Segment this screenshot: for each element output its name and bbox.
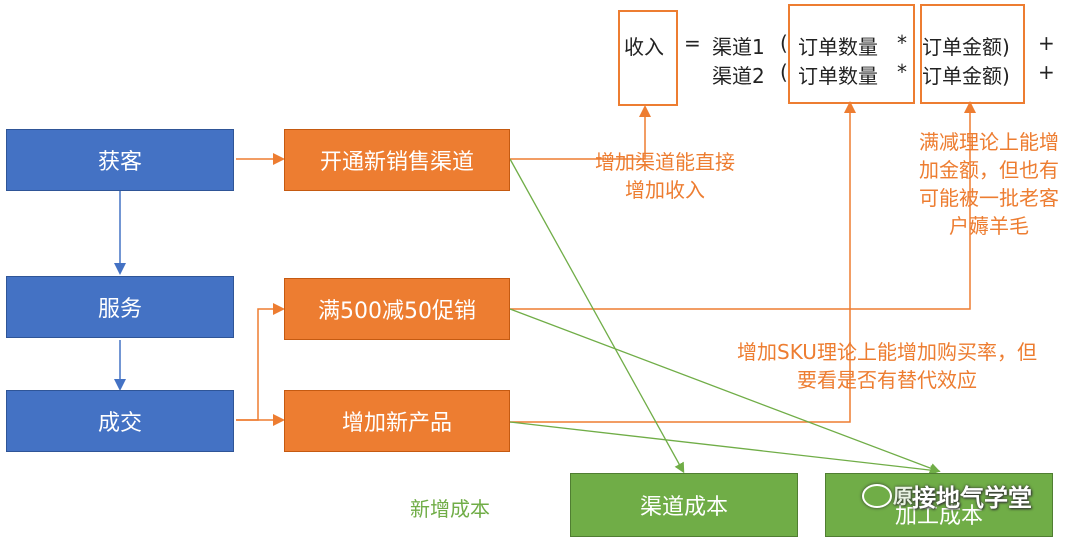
acquire-box: 获客 [6,129,234,191]
order-qty-frame [788,4,915,104]
formula-line2-qty: 订单数量 [798,64,878,88]
watermark-prefix: 原 [893,484,913,508]
formula-line1-qty: 订单数量 [798,35,878,59]
new-product-box: 增加新产品 [284,390,510,452]
equals-sign: = [684,31,701,55]
arrow-promo-to-amount [510,101,976,310]
channel-effect-note: 增加渠道能直接 增加收入 [595,150,735,202]
sku-effect-note: 增加SKU理论上能增加购买率，但 要看是否有替代效应 [737,340,1037,392]
order-amount-frame [920,4,1025,104]
channel-cost-box: 渠道成本 [570,473,798,537]
arrow-channel-to-channel-cost [509,158,685,474]
formula-line1-times: * [897,31,907,55]
formula-line1-amount: 订单金额) [922,35,1010,59]
wechat-icon [862,484,892,508]
arrow-product-to-qty [510,101,856,423]
new-cost-label: 新增成本 [410,497,490,521]
formula-line2-times: * [897,60,907,84]
formula-line2-channel: 渠道2 [712,64,765,88]
service-box: 服务 [6,276,234,338]
revenue-frame [618,10,678,106]
new-channel-box: 开通新销售渠道 [284,129,510,191]
formula-line1-channel: 渠道1 [712,35,765,59]
arrow-product-to-processing-cost [509,421,941,476]
formula-line2-amount: 订单金额) [922,64,1010,88]
watermark-text: 接地气学堂 [912,484,1032,512]
promo-effect-note: 满减理论上能增 加金额，但也有 可能被一批老客 户薅羊毛 [919,130,1059,238]
processing-cost-box: 加工成本 [825,473,1053,537]
promo-box: 满500减50促销 [284,278,510,340]
arrow-deal-to-promo [236,303,285,421]
formula-line1-paren: ( [780,31,788,55]
formula-line1-plus: + [1038,31,1055,55]
formula-line2-plus: + [1038,60,1055,84]
revenue-label: 收入 [624,35,664,59]
formula-line2-paren: ( [780,60,788,84]
processing-cost-label: 加工成本 [894,504,983,529]
deal-box: 成交 [6,390,234,452]
arrow-promo-to-processing-cost [509,308,941,474]
arrow-channel-to-revenue [510,105,651,160]
